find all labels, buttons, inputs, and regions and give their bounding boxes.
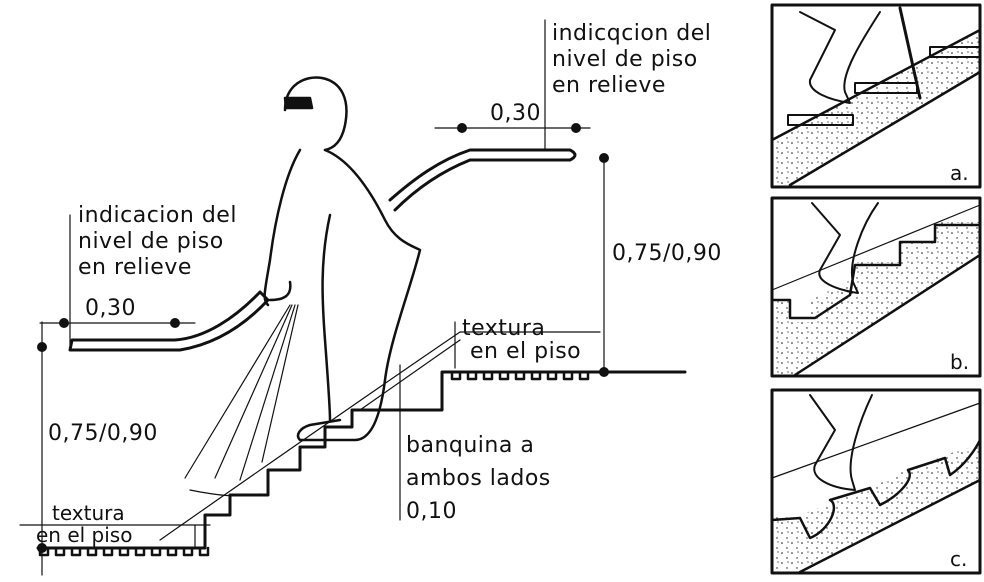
label-textura-right-1: textura bbox=[462, 316, 545, 341]
label-top-indicacion-2: nivel de piso bbox=[552, 47, 698, 72]
panel-b: b. bbox=[770, 196, 982, 378]
panel-a-slope bbox=[772, 30, 980, 185]
label-textura-right-2: en el piso bbox=[470, 339, 581, 364]
panel-b-label: b. bbox=[950, 350, 969, 374]
label-dim-030-left: 0,30 bbox=[85, 296, 136, 321]
panel-c: c. bbox=[770, 388, 982, 575]
label-top-indicacion-3: en relieve bbox=[552, 73, 666, 98]
label-left-indicacion-2: nivel de piso bbox=[78, 229, 224, 254]
label-dim-height-left: 0,75/0,90 bbox=[48, 421, 158, 446]
label-banquina-2: ambos lados bbox=[406, 466, 551, 491]
dim-dot-right-bottom bbox=[599, 367, 609, 377]
curb-line-low bbox=[359, 339, 461, 411]
dim-dot-right-top bbox=[599, 153, 609, 163]
person-figure bbox=[263, 76, 422, 442]
dim-dot-030-top-l bbox=[457, 123, 467, 133]
panel-a: a. bbox=[770, 3, 982, 189]
dim-dot-030-left-l bbox=[59, 318, 69, 328]
main-staircase bbox=[36, 370, 687, 550]
label-textura-left-2: en el piso bbox=[36, 523, 132, 547]
floor-texture-bottom bbox=[38, 546, 210, 557]
label-banquina-3: 0,10 bbox=[406, 499, 457, 524]
panel-c-stairs bbox=[770, 438, 982, 540]
handrail-upper bbox=[388, 148, 577, 212]
panel-a-label: a. bbox=[950, 161, 969, 185]
label-banquina-1: banquina a bbox=[406, 433, 534, 458]
white-cane bbox=[184, 304, 299, 497]
dim-dot-030-top-r bbox=[571, 123, 581, 133]
label-dim-height-right: 0,75/0,90 bbox=[612, 241, 722, 266]
panel-b-stairs bbox=[770, 223, 982, 320]
dim-dot-030-left-r bbox=[170, 318, 180, 328]
curb-line bbox=[159, 331, 601, 541]
label-dim-030-top: 0,30 bbox=[490, 101, 541, 126]
floor-texture-top bbox=[450, 370, 590, 381]
label-left-indicacion-3: en relieve bbox=[78, 255, 192, 280]
label-left-indicacion-1: indicacion del bbox=[78, 203, 237, 228]
panel-c-label: c. bbox=[950, 547, 967, 571]
dim-dot-left-bottom bbox=[37, 543, 47, 553]
handrail-lower bbox=[68, 290, 270, 352]
dim-dot-left-top bbox=[37, 342, 47, 352]
label-textura-left-1: textura bbox=[52, 501, 125, 525]
label-top-indicacion-1: indicqcion del bbox=[552, 21, 711, 46]
